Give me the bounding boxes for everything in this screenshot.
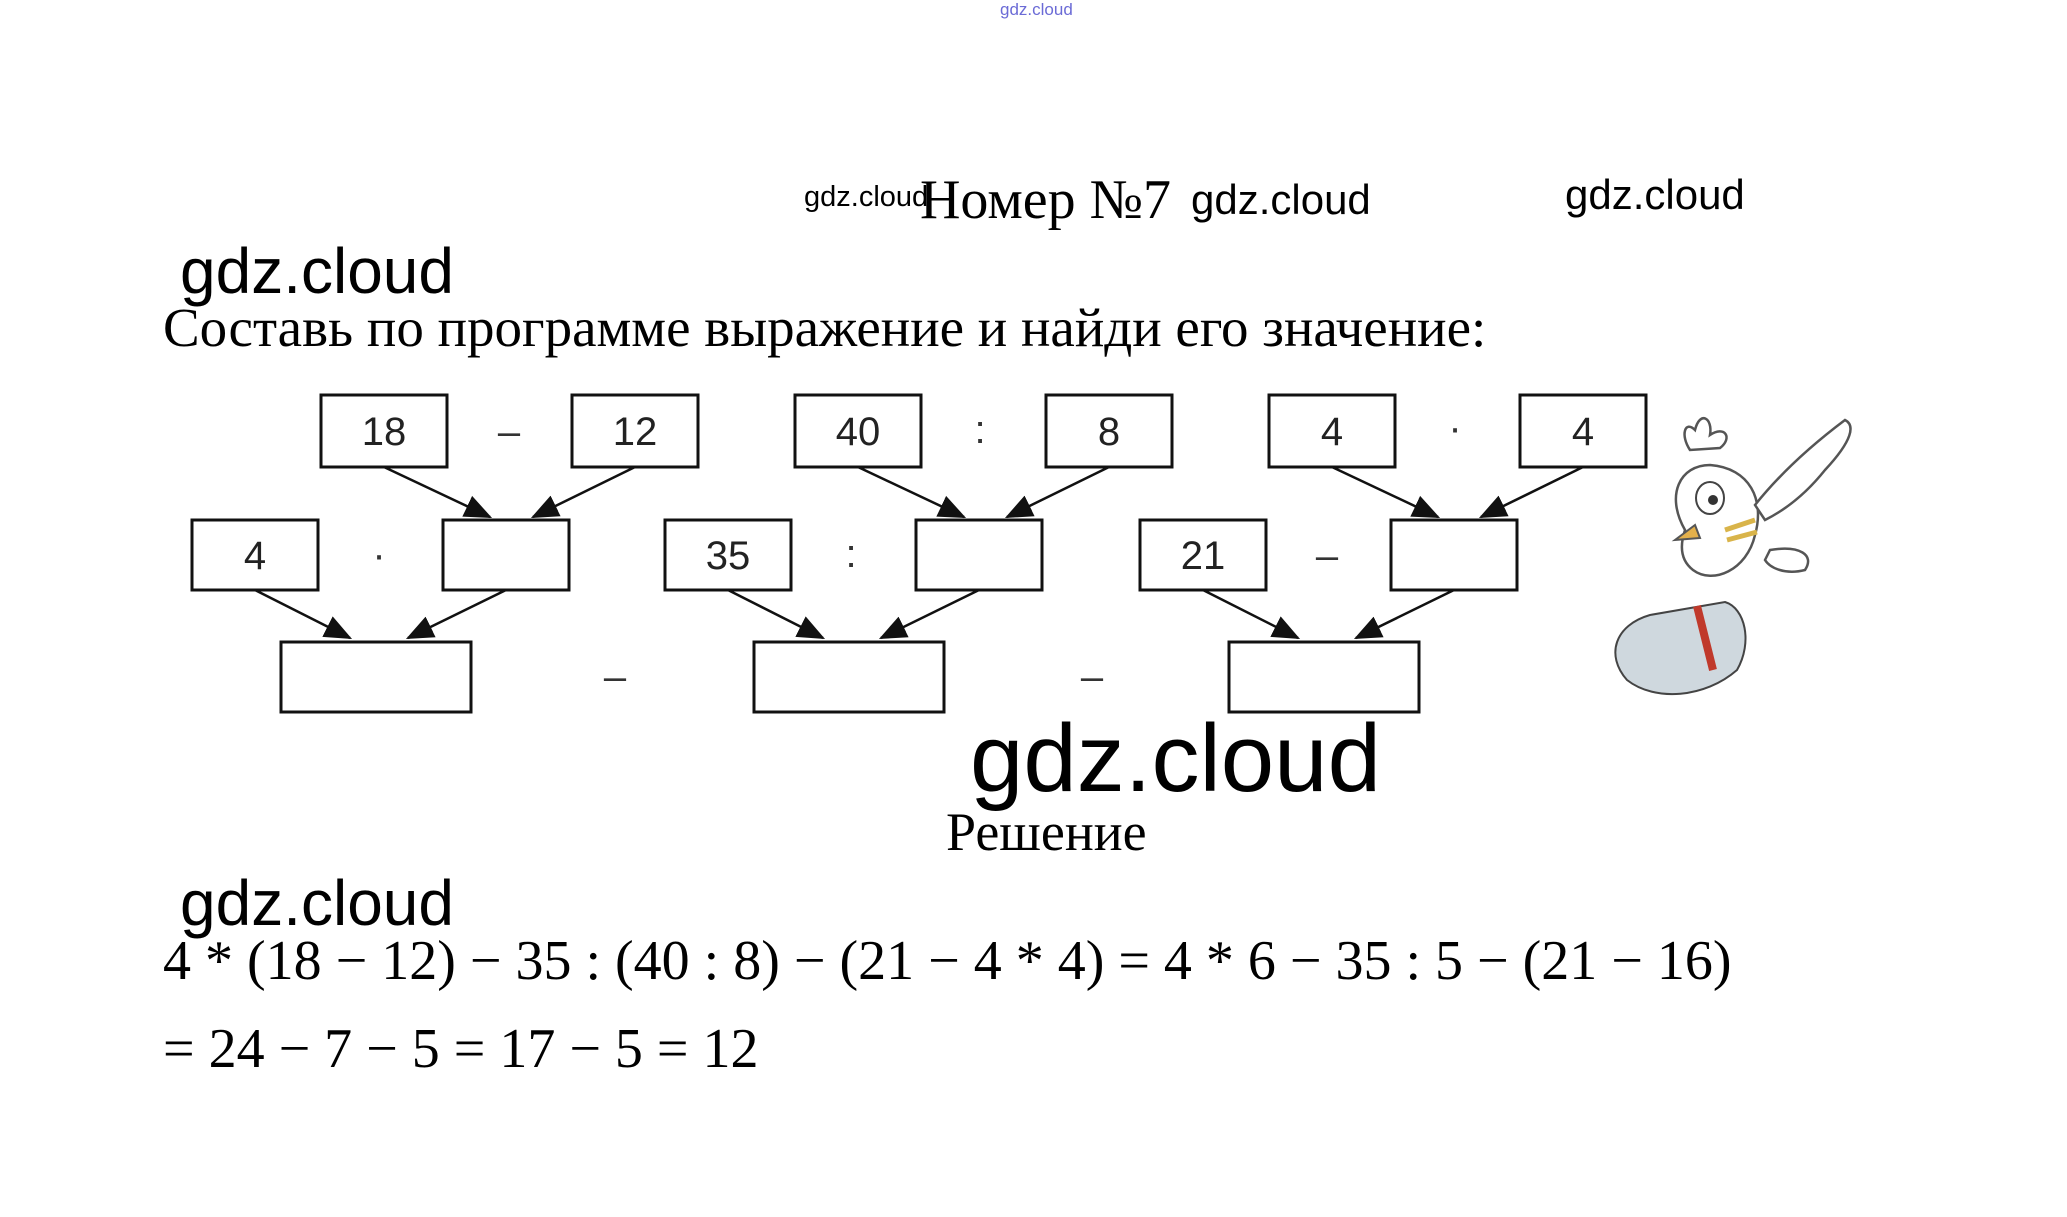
group3-bottom-box <box>1229 642 1419 712</box>
group3-mid-result-box <box>1391 520 1517 590</box>
group1-mid-result-box <box>443 520 569 590</box>
group1-mid-operator: · <box>372 533 385 577</box>
group2-mid-result-box <box>916 520 1042 590</box>
program-diagram: 18 – 12 4 · – 40 : 8 35 : – 4 · 4 21 – <box>165 380 1875 740</box>
group2-arrow-top-right <box>1007 467 1109 517</box>
group2-arrow-mid-left <box>728 590 823 638</box>
group1-top-right-value: 12 <box>613 410 658 454</box>
watermark-center: gdz.cloud <box>970 704 1381 814</box>
bottom-operator-1: – <box>604 655 627 699</box>
task-text: Составь по программе выражение и найди е… <box>163 296 1486 359</box>
group1-top-left-value: 18 <box>362 410 407 454</box>
group1-arrow-mid-right <box>408 590 506 638</box>
group1-arrow-top-left <box>384 467 490 517</box>
group1-top-operator: – <box>498 410 521 454</box>
group2-top-left-value: 40 <box>836 410 881 454</box>
group1-bottom-box <box>281 642 471 712</box>
group3-arrow-top-right <box>1481 467 1583 517</box>
group2-arrow-top-left <box>858 467 964 517</box>
group2-mid-left-value: 35 <box>706 534 751 578</box>
group1-mid-left-value: 4 <box>244 534 266 578</box>
group2-mid-operator: : <box>845 532 856 576</box>
bottom-operator-2: – <box>1081 655 1104 699</box>
group1-arrow-mid-left <box>255 590 350 638</box>
group3-arrow-mid-right <box>1356 590 1454 638</box>
group3-mid-left-value: 21 <box>1181 534 1226 578</box>
page-title: Номер №7 <box>0 168 2067 232</box>
page-title-text: Номер №7 <box>920 169 1171 231</box>
group3-mid-operator: – <box>1316 534 1339 578</box>
solution-line-1: 4 * (18 − 12) − 35 : (40 : 8) − (21 − 4 … <box>163 929 1732 993</box>
group3-top-operator: · <box>1448 406 1461 450</box>
group3-arrow-top-left <box>1332 467 1438 517</box>
group2-bottom-box <box>754 642 944 712</box>
group3-arrow-mid-left <box>1203 590 1298 638</box>
solution-line-2: = 24 − 7 − 5 = 17 − 5 = 12 <box>163 1017 759 1081</box>
group2-top-operator: : <box>974 408 985 452</box>
watermark-top: gdz.cloud <box>1000 0 1073 20</box>
solution-heading: Решение <box>946 801 1147 863</box>
group3-top-left-value: 4 <box>1321 410 1343 454</box>
group1-arrow-top-right <box>533 467 635 517</box>
group2-top-right-value: 8 <box>1098 410 1120 454</box>
group2-arrow-mid-right <box>881 590 979 638</box>
group3-top-right-value: 4 <box>1572 410 1594 454</box>
bird-illustration <box>1615 418 1850 694</box>
